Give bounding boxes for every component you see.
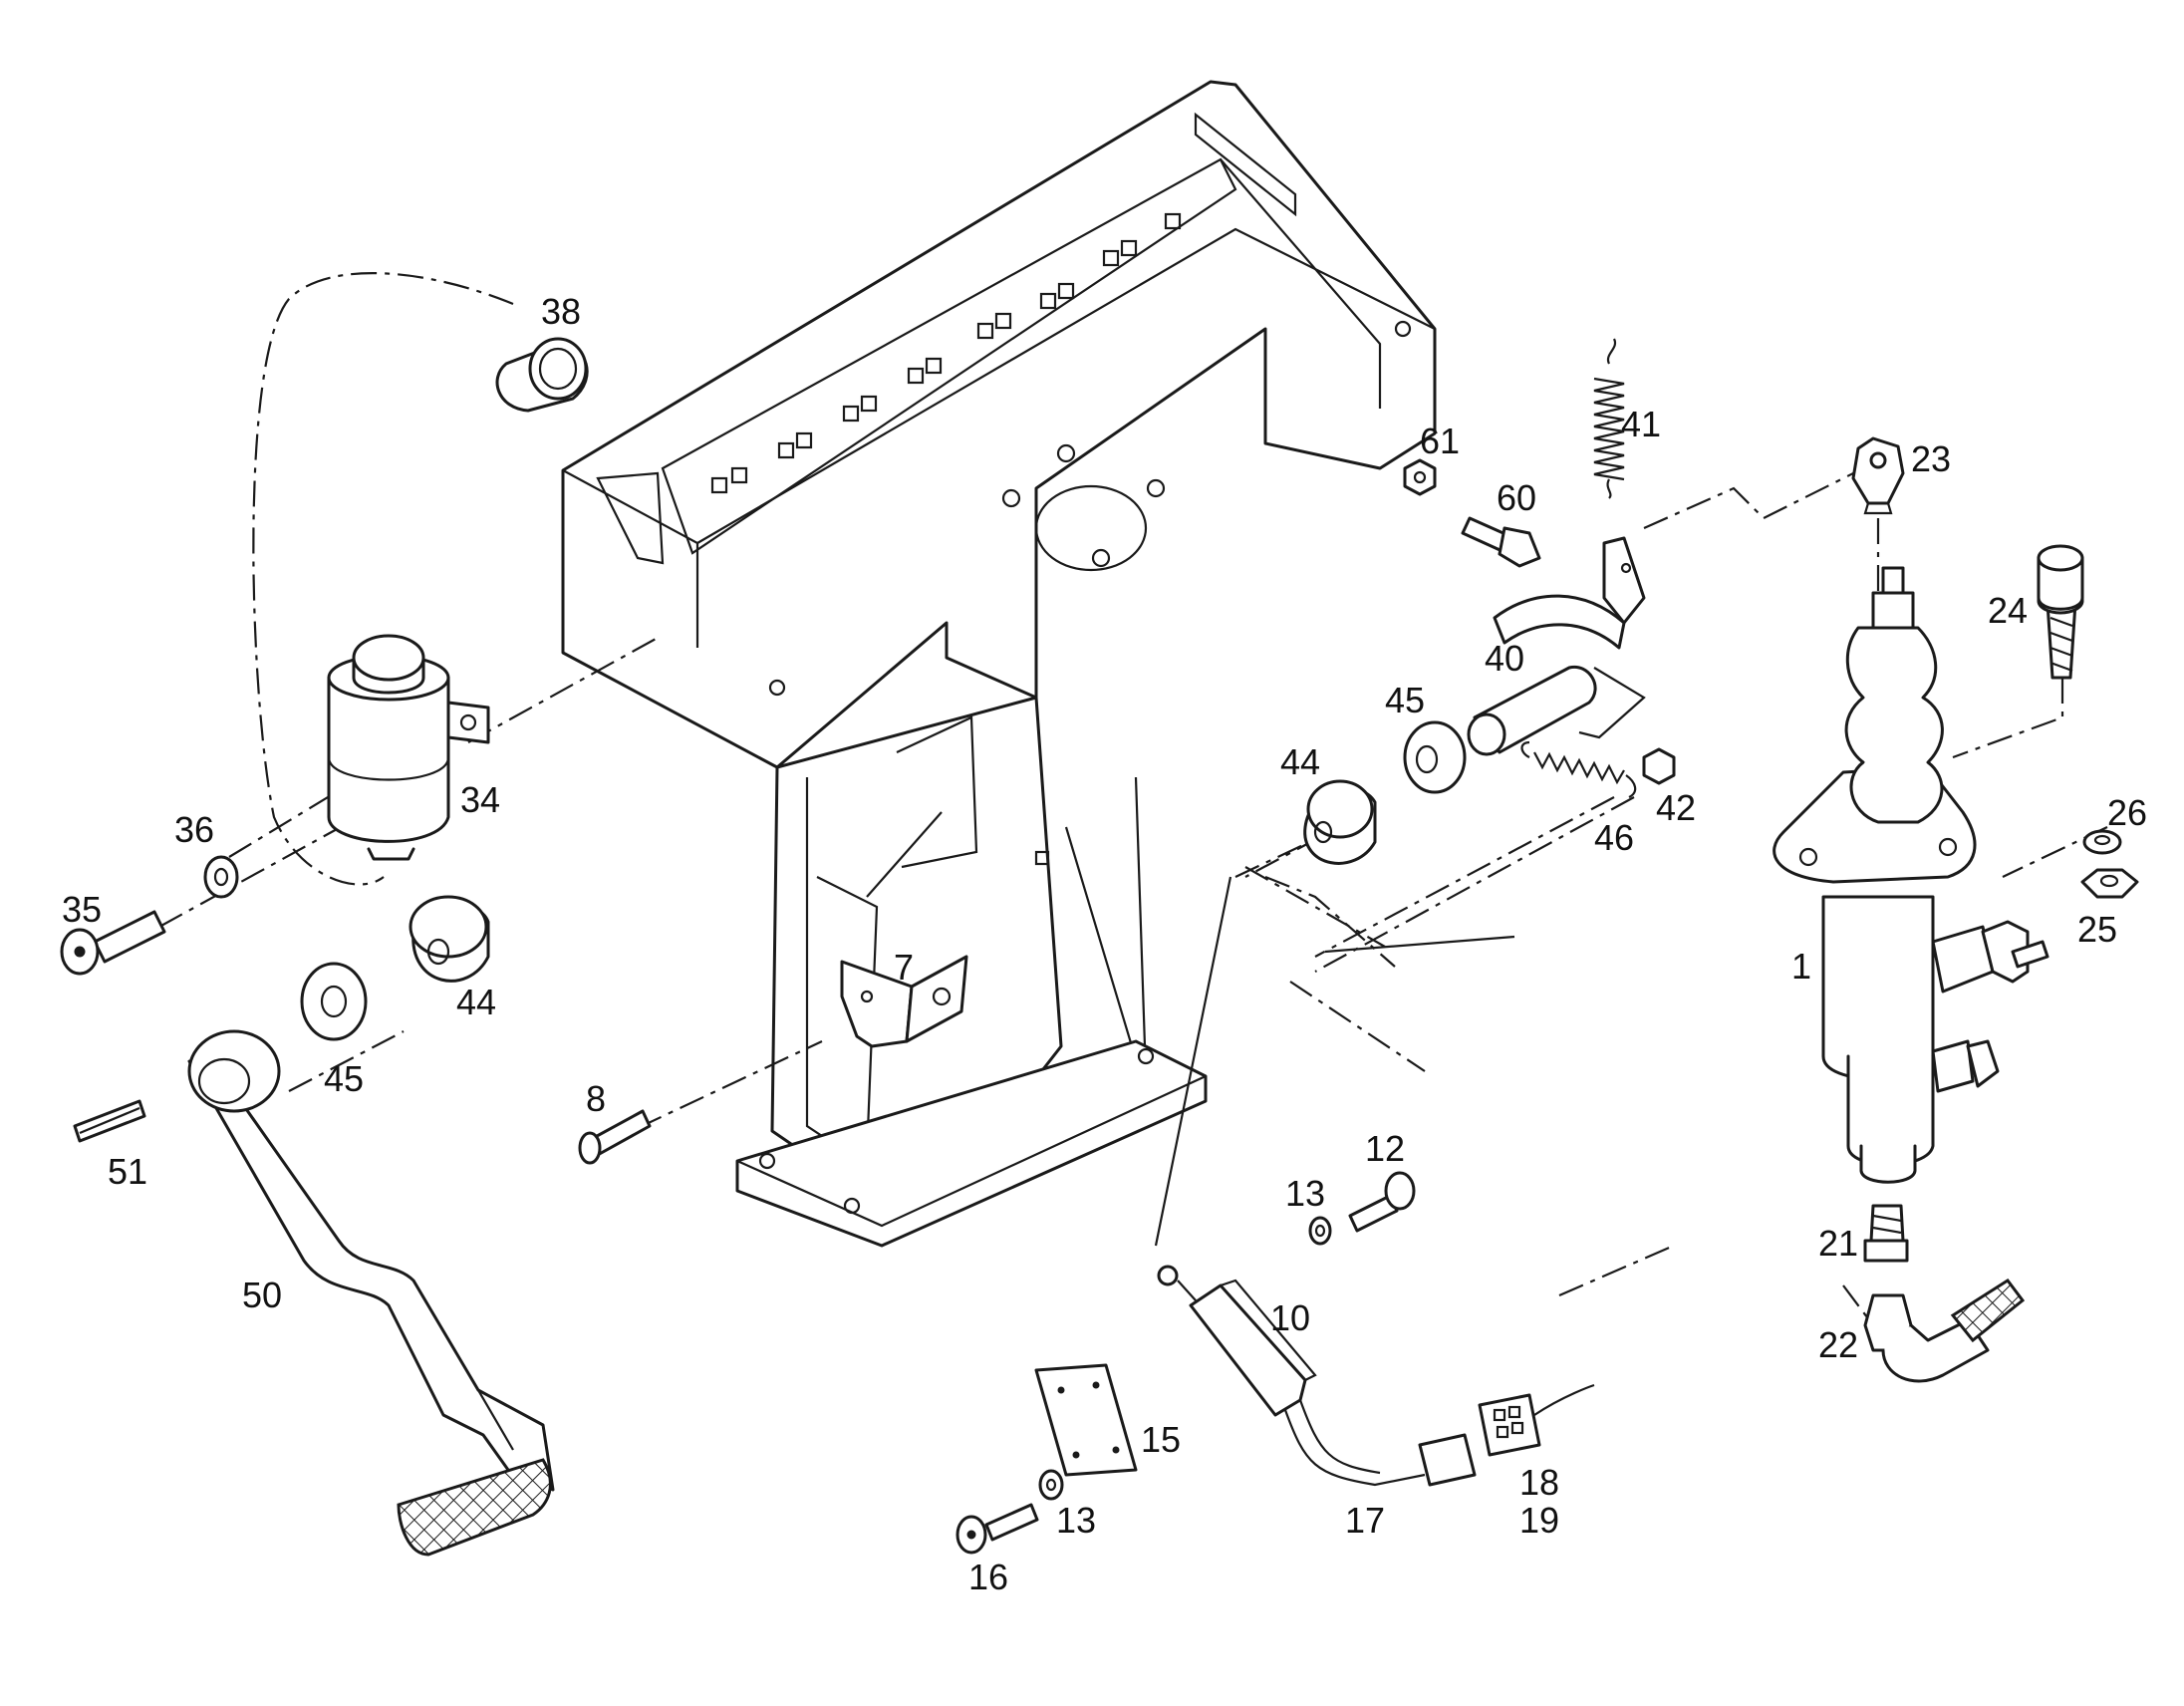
part-44-spacer-left — [409, 895, 490, 983]
part-40-pedal-hub — [1467, 536, 1646, 756]
callout-38: 38 — [541, 291, 581, 332]
callout-34: 34 — [460, 779, 500, 820]
callout-42: 42 — [1656, 787, 1696, 828]
callout-19: 19 — [1519, 1500, 1559, 1541]
part-60-bolt — [1461, 516, 1541, 568]
callout-13-upper: 13 — [1285, 1173, 1325, 1214]
callout-labels: 1 7 8 10 12 13 13 15 16 17 18 19 21 22 2… — [62, 291, 2147, 1597]
callout-24: 24 — [1988, 590, 2028, 631]
part-1-master-cylinder — [1773, 566, 2049, 1184]
part-35-bolt — [60, 910, 166, 976]
part-24-cap-screw — [2037, 544, 2084, 680]
callout-13-lower: 13 — [1056, 1500, 1096, 1541]
callout-17: 17 — [1345, 1500, 1385, 1541]
part-13-washer-upper — [1308, 1216, 1332, 1246]
callout-46: 46 — [1594, 817, 1634, 858]
callout-61: 61 — [1420, 421, 1460, 461]
callout-7: 7 — [894, 947, 914, 988]
part-36-washer — [203, 855, 239, 899]
part-18-19-plug — [1478, 1383, 1595, 1457]
callout-21: 21 — [1818, 1223, 1858, 1264]
callout-25: 25 — [2077, 909, 2117, 950]
part-21-fitting — [1863, 1204, 1909, 1263]
window-row — [710, 212, 1182, 494]
callout-18: 18 — [1519, 1462, 1559, 1503]
part-13-washer-lower — [1038, 1469, 1064, 1501]
callout-10: 10 — [1270, 1297, 1310, 1338]
callout-35: 35 — [62, 889, 102, 930]
part-8-screw — [578, 1109, 652, 1165]
callout-41: 41 — [1621, 404, 1661, 444]
part-41-spring — [1593, 338, 1625, 499]
part-51-pin — [73, 1099, 146, 1143]
part-61-nut — [1403, 458, 1437, 496]
part-7-bracket — [840, 955, 968, 1048]
callout-12: 12 — [1365, 1128, 1405, 1169]
part-45-washer-right — [1403, 720, 1467, 794]
callout-60: 60 — [1497, 477, 1536, 518]
callout-45-right: 45 — [1385, 680, 1425, 720]
callout-1: 1 — [1791, 946, 1811, 987]
part-42-nut — [1642, 747, 1676, 785]
callout-44-right: 44 — [1280, 741, 1320, 782]
callout-40: 40 — [1485, 638, 1524, 679]
callout-51: 51 — [108, 1151, 147, 1192]
callout-22: 22 — [1818, 1324, 1858, 1365]
console-stand — [561, 80, 1437, 1248]
part-34-reservoir — [327, 634, 490, 861]
callout-15: 15 — [1141, 1419, 1181, 1460]
part-10-sensor — [1157, 1265, 1426, 1487]
part-25-nut — [2080, 868, 2139, 899]
callout-16: 16 — [968, 1557, 1008, 1597]
part-46-spring — [1520, 740, 1637, 798]
part-12-screw — [1348, 1171, 1416, 1233]
callout-23: 23 — [1911, 438, 1951, 479]
part-26-nut — [2082, 829, 2122, 855]
leader-lines — [158, 272, 2108, 1326]
callout-45-left: 45 — [324, 1058, 364, 1099]
part-16-screw — [956, 1503, 1039, 1555]
part-17-connector — [1418, 1433, 1477, 1487]
part-45-washer-left — [300, 962, 368, 1041]
callout-26: 26 — [2107, 792, 2147, 833]
callout-50: 50 — [242, 1275, 282, 1315]
part-15-plate — [1034, 1363, 1138, 1477]
part-44-spacer-right — [1303, 779, 1377, 865]
part-22-elbow-fitting — [1863, 1278, 2026, 1383]
part-50-pedal — [187, 1029, 555, 1557]
callout-8: 8 — [586, 1078, 606, 1119]
callout-36: 36 — [174, 809, 214, 850]
part-23-clevis — [1851, 436, 1905, 515]
part-38-seal-ring — [495, 337, 589, 413]
callout-44-left: 44 — [456, 982, 496, 1022]
